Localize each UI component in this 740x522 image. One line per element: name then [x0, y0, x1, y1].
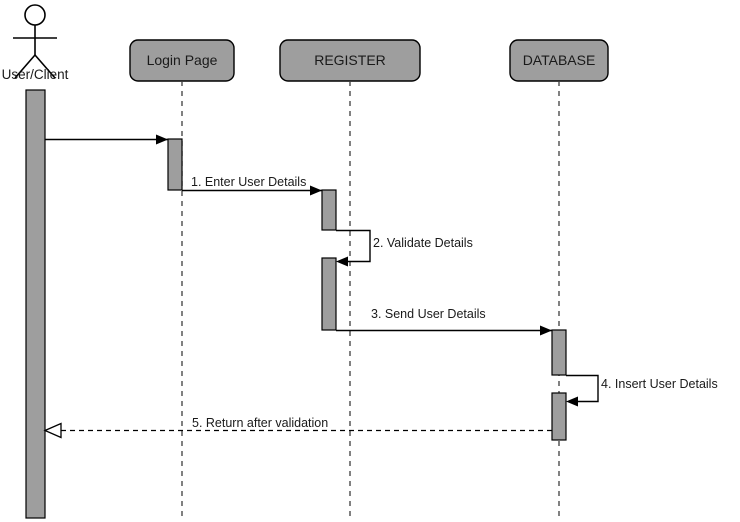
arrowhead-2	[336, 256, 348, 267]
activation-bar-database-2	[551, 392, 567, 441]
arrowhead-5-open	[43, 422, 62, 439]
actor-user-client[interactable]: User/Client	[2, 4, 69, 82]
activation-bar-database-1	[551, 329, 567, 376]
participant-label-database: DATABASE	[523, 52, 596, 68]
message-arrow-4-self[interactable]: 4. Insert User Details	[566, 374, 718, 407]
message-label-3: 3. Send User Details	[371, 307, 486, 321]
participant-login-page[interactable]: Login Page	[129, 39, 235, 82]
message-line-2	[336, 229, 371, 263]
arrowhead-4	[566, 396, 578, 407]
message-arrow-3[interactable]: 3. Send User Details	[336, 307, 552, 336]
message-line-4	[566, 374, 599, 403]
participant-register[interactable]: REGISTER	[279, 39, 421, 82]
message-label-5: 5. Return after validation	[192, 416, 328, 430]
stick-figure-actor-icon	[13, 4, 57, 79]
actor-label: User/Client	[2, 67, 69, 82]
message-label-1: 1. Enter User Details	[191, 175, 306, 189]
activation-bar-user-client	[25, 89, 46, 519]
participant-label-login-page: Login Page	[147, 52, 218, 68]
message-arrow-1[interactable]: 1. Enter User Details	[182, 175, 322, 196]
message-arrow-2-self[interactable]: 2. Validate Details	[336, 229, 473, 267]
message-label-2: 2. Validate Details	[373, 236, 473, 250]
activation-bar-login-page	[167, 138, 183, 191]
participant-database[interactable]: DATABASE	[509, 39, 609, 82]
activation-bar-register-1	[321, 189, 337, 231]
message-arrow-5-return[interactable]: 5. Return after validation	[43, 416, 552, 439]
arrowhead-3	[540, 325, 552, 336]
arrowhead-0	[156, 134, 168, 145]
message-arrow-0[interactable]	[45, 134, 168, 145]
message-label-4: 4. Insert User Details	[601, 377, 718, 391]
arrowhead-1	[310, 185, 322, 196]
activation-bar-register-2	[321, 257, 337, 331]
participant-label-register: REGISTER	[314, 52, 386, 68]
